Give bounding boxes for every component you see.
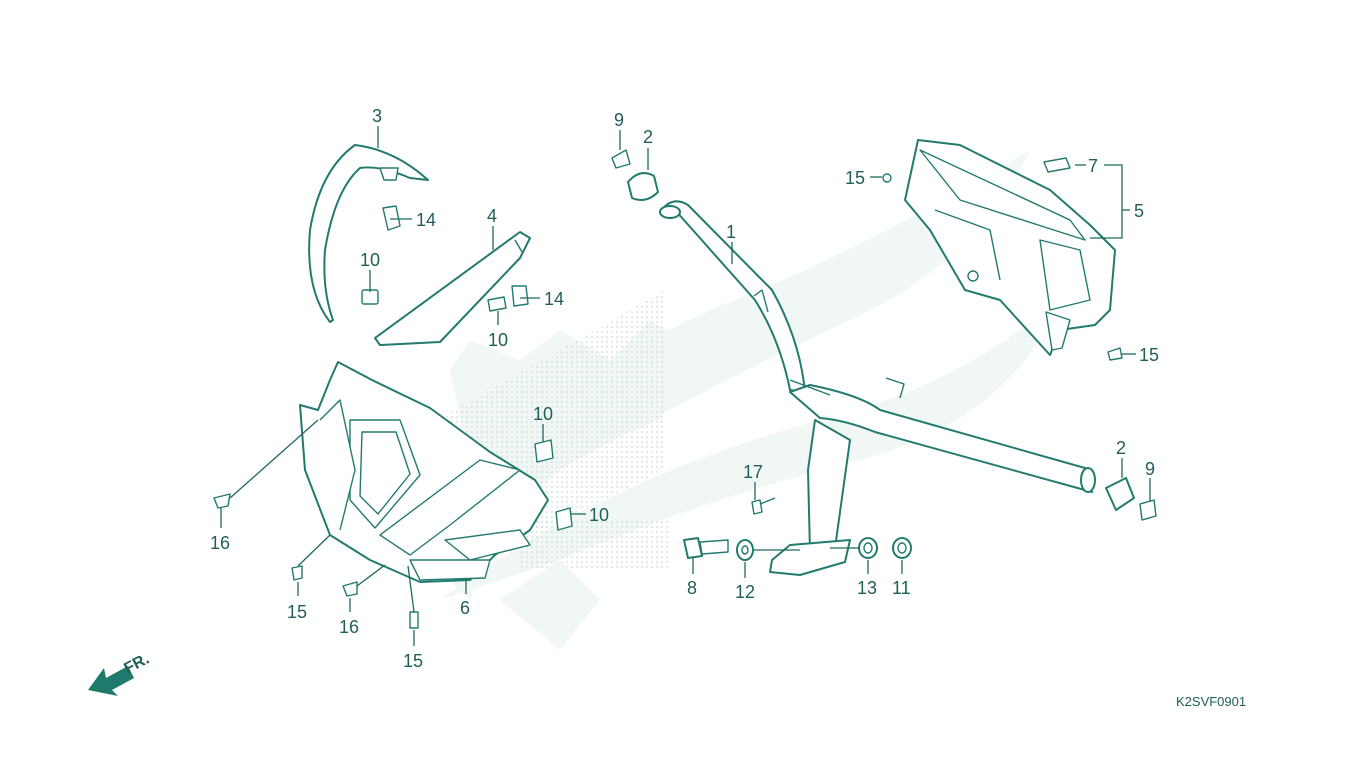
- callout-16-bottom: 16: [339, 617, 359, 637]
- clip-14-upper: [382, 205, 401, 231]
- callout-17: 17: [743, 462, 763, 482]
- callout-9-right: 9: [1145, 459, 1155, 479]
- screw-15-top: [882, 173, 892, 183]
- callout-10-cover: 10: [533, 404, 553, 424]
- callout-14-upper: 14: [416, 210, 436, 230]
- nut-10-c: [534, 439, 554, 463]
- part-12-washer: [736, 539, 754, 561]
- callout-2-right: 2: [1116, 438, 1126, 458]
- brand-watermark: [420, 150, 1060, 650]
- callout-10-upper: 10: [360, 250, 380, 270]
- part-17-screw: [751, 497, 776, 515]
- nut-10-d: [555, 507, 573, 531]
- callout-15-top: 15: [845, 168, 865, 188]
- part-8-bolt: [683, 537, 729, 559]
- part-11-nut: [892, 537, 912, 559]
- callout-7: 7: [1088, 156, 1098, 176]
- callout-5: 5: [1134, 201, 1144, 221]
- part-2-end-left: [627, 172, 659, 201]
- callout-6: 6: [460, 598, 470, 618]
- callout-3: 3: [372, 106, 382, 126]
- clip-14-lower: [511, 285, 529, 307]
- callout-2-left: 2: [643, 127, 653, 147]
- callout-15-lower-left: 15: [287, 602, 307, 622]
- nut-10-b: [487, 296, 507, 312]
- part-5-rear-cover: [904, 139, 1116, 356]
- callout-4: 4: [487, 206, 497, 226]
- screw-15-right: [1107, 347, 1123, 361]
- callout-16-left: 16: [210, 533, 230, 553]
- part-2-end-right: [1105, 477, 1135, 511]
- callout-9-left: 9: [614, 110, 624, 130]
- front-arrow: FR.: [88, 651, 152, 696]
- part-4-strip: [374, 231, 531, 346]
- callout-8: 8: [687, 578, 697, 598]
- callout-10-strip: 10: [488, 330, 508, 350]
- callout-13: 13: [857, 578, 877, 598]
- callout-15-right: 15: [1139, 345, 1159, 365]
- callout-12: 12: [735, 582, 755, 602]
- callout-1: 1: [726, 222, 736, 242]
- callout-10-side: 10: [589, 505, 609, 525]
- screw-15-bottom: [409, 611, 419, 629]
- part-9-screw-left: [611, 149, 631, 169]
- callout-labels: 3 14 10 4 14 10 10 10 16 15 16 15 6 9 2 …: [210, 106, 1159, 671]
- part-1-handlebar: [659, 200, 1096, 576]
- diagram-code: K2SVF0901: [1176, 694, 1246, 709]
- leader-lines: [220, 126, 1151, 646]
- screw-16-bottom: [342, 581, 358, 597]
- part-13-washer: [858, 537, 878, 559]
- callout-15-bottom: 15: [403, 651, 423, 671]
- part-3-garnish: [308, 144, 429, 323]
- part-7-tag: [1043, 157, 1071, 173]
- callout-14-lower: 14: [544, 289, 564, 309]
- screw-16-left: [213, 493, 231, 509]
- part-9-screw-right: [1139, 499, 1157, 521]
- screw-15-lower-left: [291, 565, 303, 581]
- callout-11: 11: [892, 578, 911, 598]
- nut-10-a: [361, 289, 379, 305]
- part-6-front-cover: [299, 361, 549, 583]
